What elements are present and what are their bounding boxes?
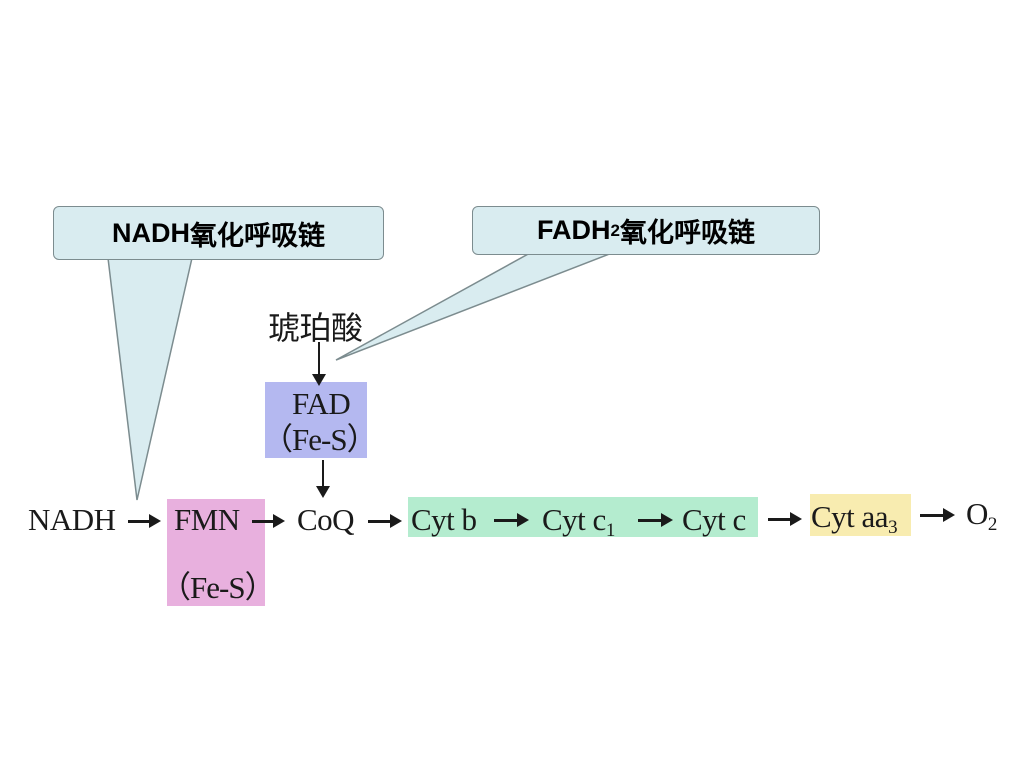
cyt-bc-highlight [408, 497, 758, 537]
nadh-label: NADH [28, 502, 116, 537]
fad-label: FAD [292, 386, 351, 421]
cyt-aa3-main: Cyt aa [811, 499, 889, 534]
cyt-c1-main: Cyt c [542, 502, 606, 537]
fmn-label: FMN [174, 502, 240, 537]
succinate-label: 琥珀酸 [268, 310, 363, 346]
succinate-to-fad-arrow [312, 342, 326, 386]
fadh2-callout-pointer [335, 252, 613, 361]
o2-label: O2 [966, 498, 997, 534]
nadh-callout-lead: NADH [112, 217, 190, 248]
fmn-to-coq-arrow [252, 514, 285, 528]
cytc-to-cytaa3-arrow [768, 512, 802, 526]
fmn-fes-label: （Fe-S） [160, 570, 276, 605]
fad-fes-label: （Fe-S） [262, 422, 378, 457]
nadh-callout-rest: 氧化呼吸链 [190, 220, 325, 251]
fadh2-callout-sub: 2 [610, 220, 620, 240]
cytc1-to-cytc-arrow [638, 513, 673, 527]
fadh2-callout-lead: FADH [537, 215, 611, 245]
cytaa3-to-o2-arrow [920, 508, 955, 522]
o2-sub: 2 [987, 514, 998, 535]
cytb-to-cytc1-arrow [494, 513, 529, 527]
o2-main: O [966, 496, 988, 531]
nadh-callout-pointer [107, 257, 193, 501]
cyt-aa3-label: Cyt aa3 [811, 499, 898, 538]
fmn-highlight [167, 499, 265, 606]
fadh2-callout-rest: 氧化呼吸链 [619, 218, 755, 248]
cyt-c1-sub: 1 [605, 520, 616, 541]
cyt-c1-label: Cyt c1 [542, 504, 615, 540]
cyt-aa3-sub: 3 [888, 517, 898, 538]
coq-to-cytb-arrow [368, 514, 402, 528]
nadh-to-fmn-arrow [128, 514, 161, 528]
cyt-aa3-highlight [810, 494, 911, 536]
fad-highlight [265, 382, 367, 458]
cyt-c-label: Cyt c [682, 502, 746, 537]
coq-label: CoQ [297, 502, 355, 537]
cyt-b-label: Cyt b [411, 502, 477, 537]
fad-to-coq-arrow [316, 460, 330, 498]
